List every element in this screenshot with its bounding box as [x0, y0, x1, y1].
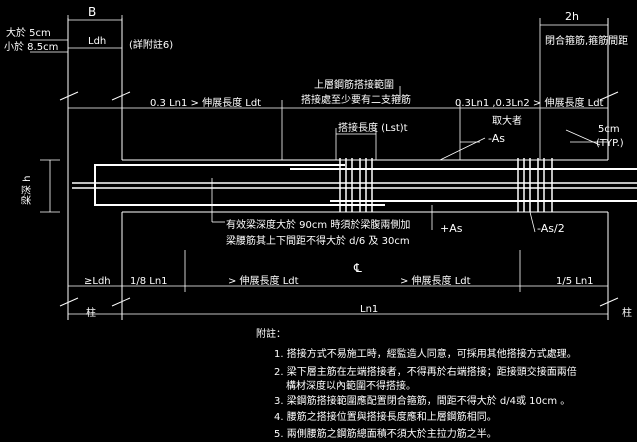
label-lap-length: 搭接長度 (Lst)t: [338, 121, 408, 134]
label-right-span-dim: 0.3Ln1 ,0.3Ln2 > 伸展長度 Ldt: [455, 96, 604, 109]
notes-title: 附註：: [256, 327, 286, 340]
label-column-left: 柱: [86, 306, 96, 319]
note-2-cont: 構材深度以內範圍不得搭接。: [286, 379, 416, 392]
label-b: B: [88, 5, 96, 19]
label-top-lap-range-1: 上層鋼筋搭接範圍: [314, 78, 394, 91]
label-web-note-2: 梁腰筋其上下間距不得大於 d/6 及 30cm: [226, 234, 410, 247]
note-3: 3. 梁鋼筋搭接範圍應配置閉合箍筋，間距不得大於 d/4或 10cm 。: [274, 394, 570, 407]
label-minus-as-half: -As/2: [537, 222, 565, 235]
label-web-note-1: 有效梁深度大於 90cm 時須於梁腹兩側加: [226, 218, 410, 231]
label-dev-length-left: > 伸展長度 Ldt: [228, 274, 299, 287]
label-dev-length-right: > 伸展長度 Ldt: [400, 274, 471, 287]
label-over-5cm: 大於 5cm: [6, 26, 51, 39]
label-ge-ldh: ≥Ldh: [84, 276, 111, 287]
label-plus-as: +As: [440, 222, 463, 235]
label-under-8-5cm: 小於 8.5cm: [4, 40, 58, 53]
right-column: [599, 18, 619, 320]
notes-block: 附註： 1. 搭接方式不易施工時，經監造人同意，可採用其他搭接方式處理。 2. …: [256, 327, 577, 440]
note-4: 4. 腰筋之搭接位置與搭接長度應和上層鋼筋相同。: [274, 410, 497, 423]
label-minus-as: -As: [488, 132, 505, 145]
note-1: 1. 搭接方式不易施工時，經監造人同意，可採用其他搭接方式處理。: [274, 347, 577, 360]
label-ldh-top: Ldh: [88, 36, 106, 47]
label-centerline: ℄: [353, 261, 362, 275]
dimension-lines: [30, 15, 608, 315]
leader-lines: [211, 129, 601, 233]
label-top-lap-range-2: 搭接處至少要有二支箍筋: [301, 93, 411, 106]
stirrups-mid: [339, 158, 373, 212]
label-left-span-dim: 0.3 Ln1 > 伸展長度 Ldt: [150, 96, 261, 109]
bottom-bars: [94, 180, 637, 206]
label-one-fifth-ln: 1/5 Ln1: [556, 276, 594, 287]
label-take-larger: 取大者: [492, 114, 522, 127]
label-ln1: Ln1: [360, 304, 378, 315]
note-5: 5. 兩側腰筋之鋼筋總面積不須大於主拉力筋之半。: [274, 427, 497, 440]
label-typ: (TYP.): [596, 138, 624, 149]
label-5cm: 5cm: [598, 124, 620, 135]
web-bars: [72, 182, 637, 189]
label-see-note6: (詳附註6): [129, 38, 173, 51]
beam-outline: [122, 159, 608, 213]
note-2: 2. 梁下層主筋在左端搭接者，不得再於右端搭接；距接頭交接面兩倍: [274, 365, 577, 378]
stirrups-right: [517, 158, 553, 212]
label-column-right: 柱: [622, 306, 632, 319]
label-one-eighth-ln: 1/8 Ln1: [130, 276, 168, 287]
label-beam-depth: 梁深 h: [20, 175, 33, 205]
label-2h: 2h: [565, 10, 579, 23]
label-closed-stirrup-spacing: 閉合箍筋,箍筋間距: [545, 34, 628, 47]
